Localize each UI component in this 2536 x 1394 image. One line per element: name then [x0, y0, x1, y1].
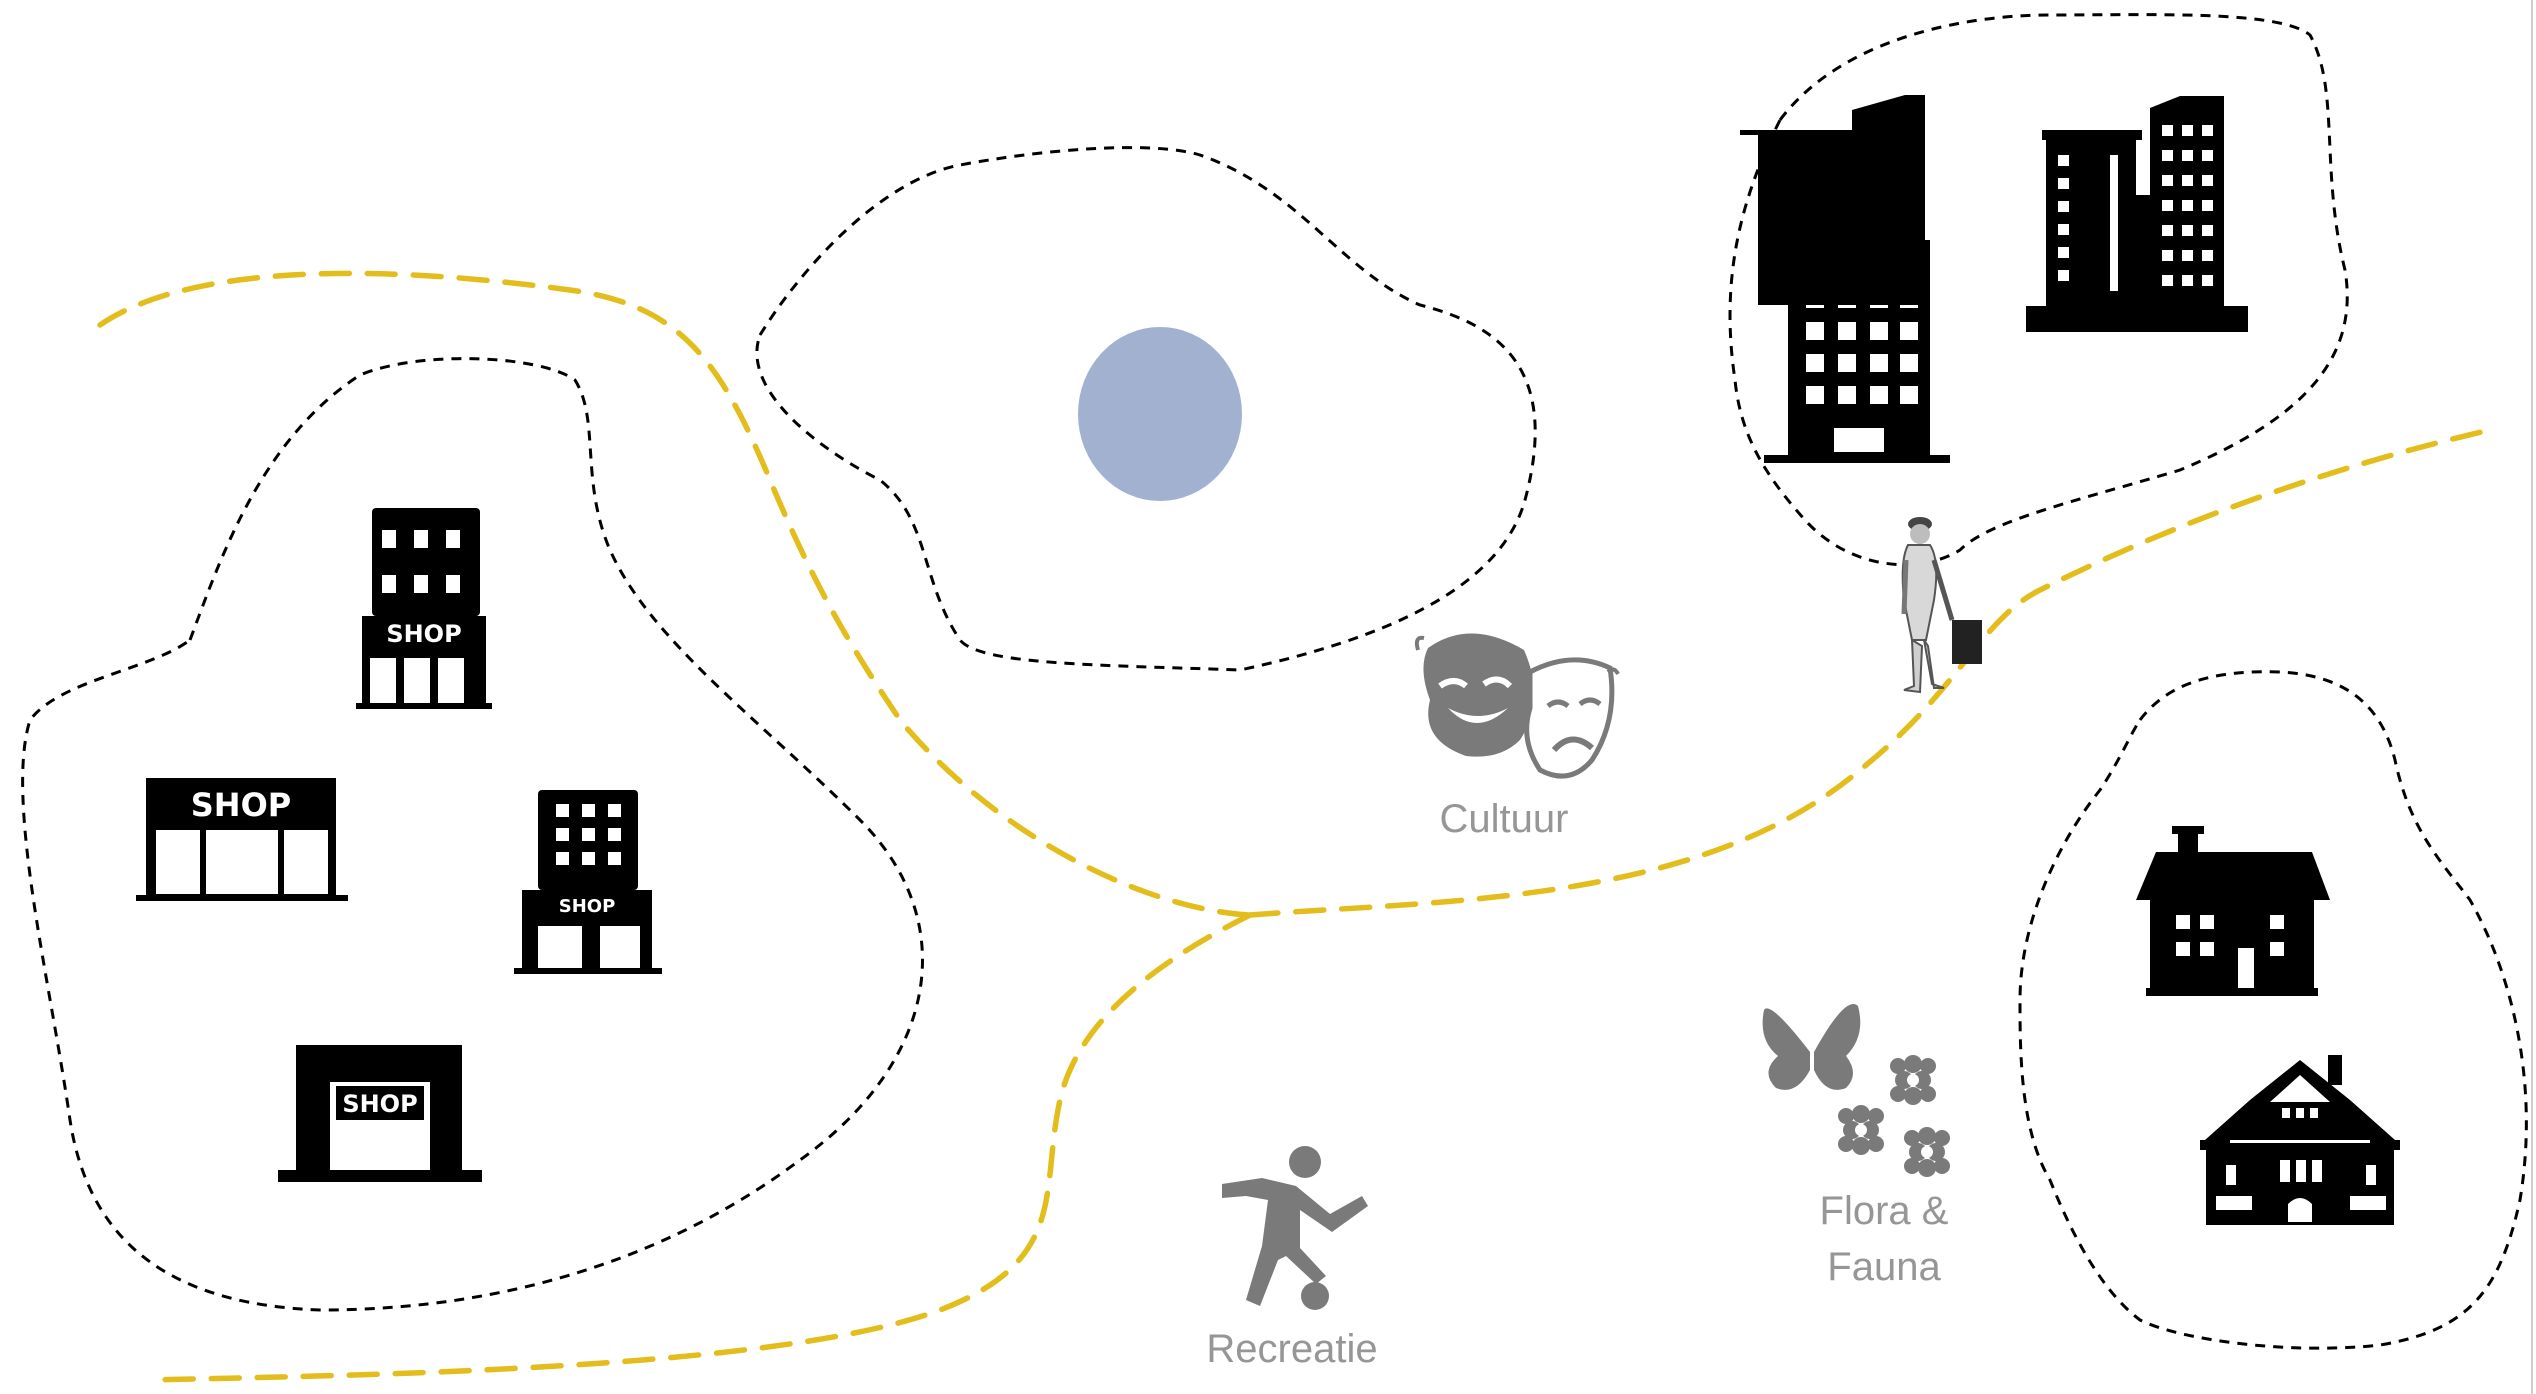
shop-front-icon	[136, 778, 348, 901]
shopping-zone-outline	[21, 357, 924, 1312]
route-segment-south	[147, 912, 1253, 1383]
pond-circle	[1078, 327, 1242, 501]
shop-building-icon	[356, 508, 492, 709]
route-segment-west	[97, 270, 1253, 918]
office-zone-outline	[1728, 13, 2349, 567]
walking-man-icon	[1901, 517, 1982, 694]
butterfly-flowers-icon	[1762, 1003, 1950, 1177]
shop-sign: SHOP	[191, 786, 291, 824]
theatre-masks-icon	[1414, 633, 1620, 779]
culture-label: Cultuur	[1440, 797, 1569, 841]
football-player-icon	[1222, 1146, 1368, 1310]
recreation-label: Recreatie	[1206, 1327, 1377, 1371]
house-icon	[2136, 826, 2330, 996]
walking-route	[97, 270, 2493, 1383]
office-block-icon-body	[2026, 96, 2248, 332]
shop-sign: SHOP	[342, 1090, 417, 1118]
pond-zone-outline	[755, 146, 1537, 672]
nature-label-line1: Flora &	[1820, 1189, 1949, 1233]
shop-front-icon	[278, 1045, 482, 1182]
office-block-icon	[1740, 95, 1925, 305]
shop-sign: SHOP	[559, 896, 616, 917]
villa-icon	[2200, 1055, 2400, 1225]
shop-sign: SHOP	[386, 620, 461, 648]
housing-zone-outline	[2018, 670, 2528, 1350]
shop-building-icon	[514, 790, 662, 974]
nature-label-line2: Fauna	[1827, 1245, 1941, 1289]
route-segment-east	[1247, 427, 2493, 918]
